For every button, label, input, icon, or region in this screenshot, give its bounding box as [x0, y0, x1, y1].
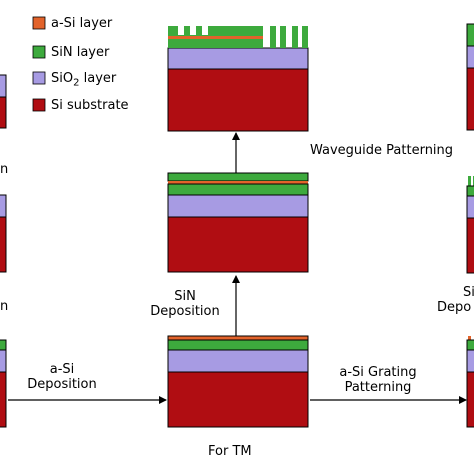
step-label-a-si-grating-line2: Patterning [344, 380, 412, 395]
legend-label-sin: SiN layer [51, 45, 110, 60]
legend-swatch-sio2 [32, 71, 46, 85]
sio2-label-rest: layer [79, 71, 117, 86]
left-edge-label-top: n [0, 162, 9, 177]
step-label-a-si-grating-patterning: a-Si Grating Patterning [318, 365, 438, 395]
stack-a-si-deposited [167, 335, 309, 428]
sio2-label-subscript: 2 [73, 77, 80, 89]
step-label-waveguide-patterning: Waveguide Patterning [310, 143, 454, 158]
legend-swatch-sin [32, 45, 46, 59]
legend-swatch-si [32, 98, 46, 112]
stack-right-top-clipped [466, 23, 474, 131]
stack-right-bottom-clipped [466, 336, 474, 428]
stack-sin-deposited [167, 172, 309, 273]
stack-right-mid-clipped [466, 176, 474, 274]
legend-label-si: Si substrate [51, 98, 129, 113]
step-label-a-si-grating-line1: a-Si Grating [339, 365, 417, 380]
stack-waveguide-patterned [167, 26, 309, 132]
sio2-label-base: SiO [51, 71, 74, 86]
right-edge-label: Si Depo [437, 285, 474, 315]
step-label-sin-deposition-line2: Deposition [150, 304, 220, 319]
step-label-sin-deposition: SiN Deposition [140, 289, 230, 319]
stack-left-mid-clipped [0, 194, 7, 273]
step-label-a-si-deposition-line1: a-Si [49, 362, 75, 377]
step-label-a-si-deposition-line2: Deposition [27, 377, 97, 392]
left-edge-label-mid: n [0, 299, 9, 314]
stack-left-bottom-clipped [0, 339, 7, 428]
step-label-a-si-deposition: a-Si Deposition [22, 362, 102, 392]
legend-label-sio2: SiO2 layer [51, 71, 116, 91]
legend-swatch-a-si [32, 16, 46, 30]
stack-left-top-clipped [0, 74, 7, 129]
right-edge-label-line1: Si [463, 285, 474, 300]
right-edge-label-line2: Depo [437, 300, 472, 315]
caption-for-tm: For TM [208, 444, 252, 459]
legend-label-a-si: a-Si layer [51, 16, 113, 31]
step-label-sin-deposition-line1: SiN [174, 289, 196, 304]
